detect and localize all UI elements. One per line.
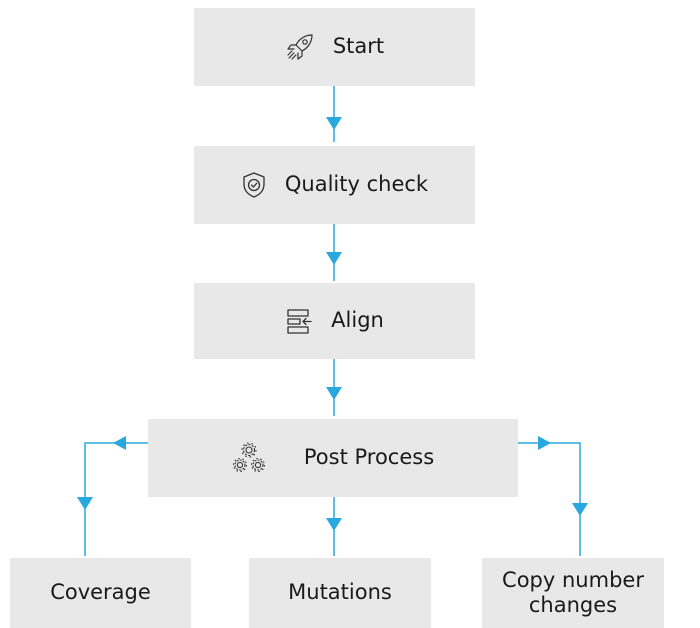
node-post-process-label: Post Process — [303, 445, 435, 470]
node-align: Align — [194, 283, 475, 359]
node-quality-check-label: Quality check — [284, 172, 429, 197]
rocket-icon — [285, 32, 315, 62]
shield-check-icon — [241, 171, 267, 199]
node-align-label: Align — [331, 308, 384, 333]
node-mutations-label: Mutations — [288, 580, 392, 605]
arrowhead-copy-down — [572, 503, 588, 516]
node-start: Start — [194, 8, 475, 86]
node-quality-check: Quality check — [194, 146, 475, 224]
connector-post-copy — [518, 442, 581, 556]
node-copy-number-label: Copy number changes — [502, 567, 644, 617]
arrowhead-mutations — [326, 518, 342, 531]
connector-post-coverage — [84, 442, 148, 556]
node-post-process: Post Process — [148, 419, 518, 497]
node-start-label: Start — [332, 34, 385, 59]
align-icon — [285, 307, 313, 335]
arrowhead-coverage-left — [113, 436, 126, 450]
node-coverage-label: Coverage — [50, 580, 151, 605]
node-mutations: Mutations — [249, 558, 431, 628]
arrowhead-quality — [326, 117, 342, 130]
arrowhead-copy-right — [538, 436, 551, 450]
node-coverage: Coverage — [10, 558, 191, 628]
node-copy-number-changes: Copy number changes — [482, 558, 664, 628]
arrowhead-align — [326, 252, 342, 265]
arrowhead-post — [326, 387, 342, 400]
arrowhead-coverage-down — [77, 497, 93, 510]
gears-icon — [232, 442, 266, 474]
